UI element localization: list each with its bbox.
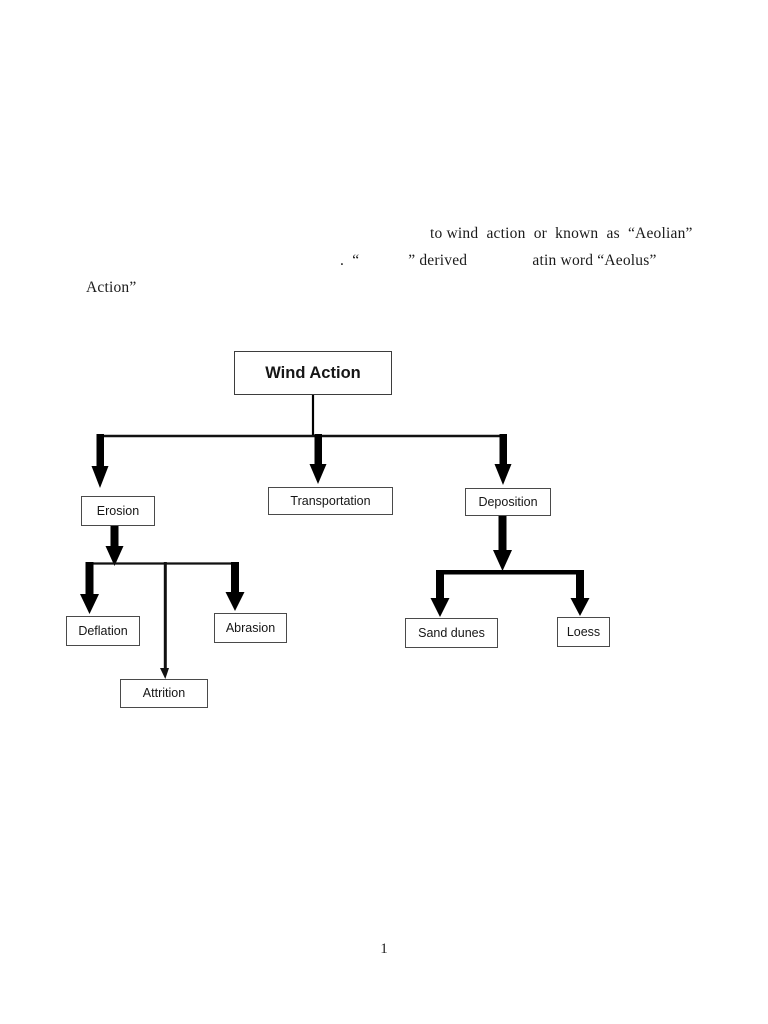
paragraph-line-1: to wind action or known as “Aeolian” bbox=[430, 225, 693, 242]
paragraph-line-3: Action” bbox=[86, 279, 137, 296]
node-wind-action-label: Wind Action bbox=[265, 363, 361, 382]
node-abrasion[interactable]: Abrasion bbox=[214, 613, 287, 643]
node-deposition-label: Deposition bbox=[478, 494, 538, 509]
node-attrition-label: Attrition bbox=[142, 686, 186, 701]
edge-wind-action-to-deposition bbox=[494, 434, 512, 485]
edge-wind-action-to-erosion bbox=[91, 434, 109, 488]
edge-erosion-to-attrition bbox=[160, 562, 169, 679]
node-erosion-label: Erosion bbox=[96, 503, 140, 518]
node-erosion[interactable]: Erosion bbox=[81, 496, 155, 526]
edge-deposition-stem bbox=[493, 516, 512, 571]
edge-deposition-to-loess bbox=[570, 570, 590, 616]
node-wind-action[interactable]: Wind Action bbox=[234, 351, 392, 395]
node-sand-dunes[interactable]: Sand dunes bbox=[405, 618, 498, 648]
node-deflation-label: Deflation bbox=[78, 623, 128, 638]
node-sand-dunes-label: Sand dunes bbox=[418, 625, 485, 640]
edge-wind-action-to-transportation bbox=[309, 434, 327, 484]
edge-erosion-to-abrasion bbox=[225, 562, 245, 611]
node-attrition[interactable]: Attrition bbox=[120, 679, 208, 708]
paragraph-line-2: . “ ” derived atin word “Aeolus” bbox=[340, 252, 657, 269]
edge-deposition-to-sand-dunes bbox=[430, 570, 450, 617]
node-deposition[interactable]: Deposition bbox=[465, 488, 551, 516]
page-number: 1 bbox=[380, 941, 388, 957]
node-transportation[interactable]: Transportation bbox=[268, 487, 393, 515]
node-transportation-label: Transportation bbox=[290, 493, 371, 508]
node-loess-label: Loess bbox=[566, 624, 601, 639]
node-deflation[interactable]: Deflation bbox=[66, 616, 140, 646]
edge-deposition-bus bbox=[438, 570, 584, 575]
node-abrasion-label: Abrasion bbox=[225, 620, 276, 635]
edge-erosion-to-deflation bbox=[80, 562, 99, 614]
edge-erosion-stem bbox=[105, 526, 124, 566]
node-loess[interactable]: Loess bbox=[557, 617, 610, 647]
